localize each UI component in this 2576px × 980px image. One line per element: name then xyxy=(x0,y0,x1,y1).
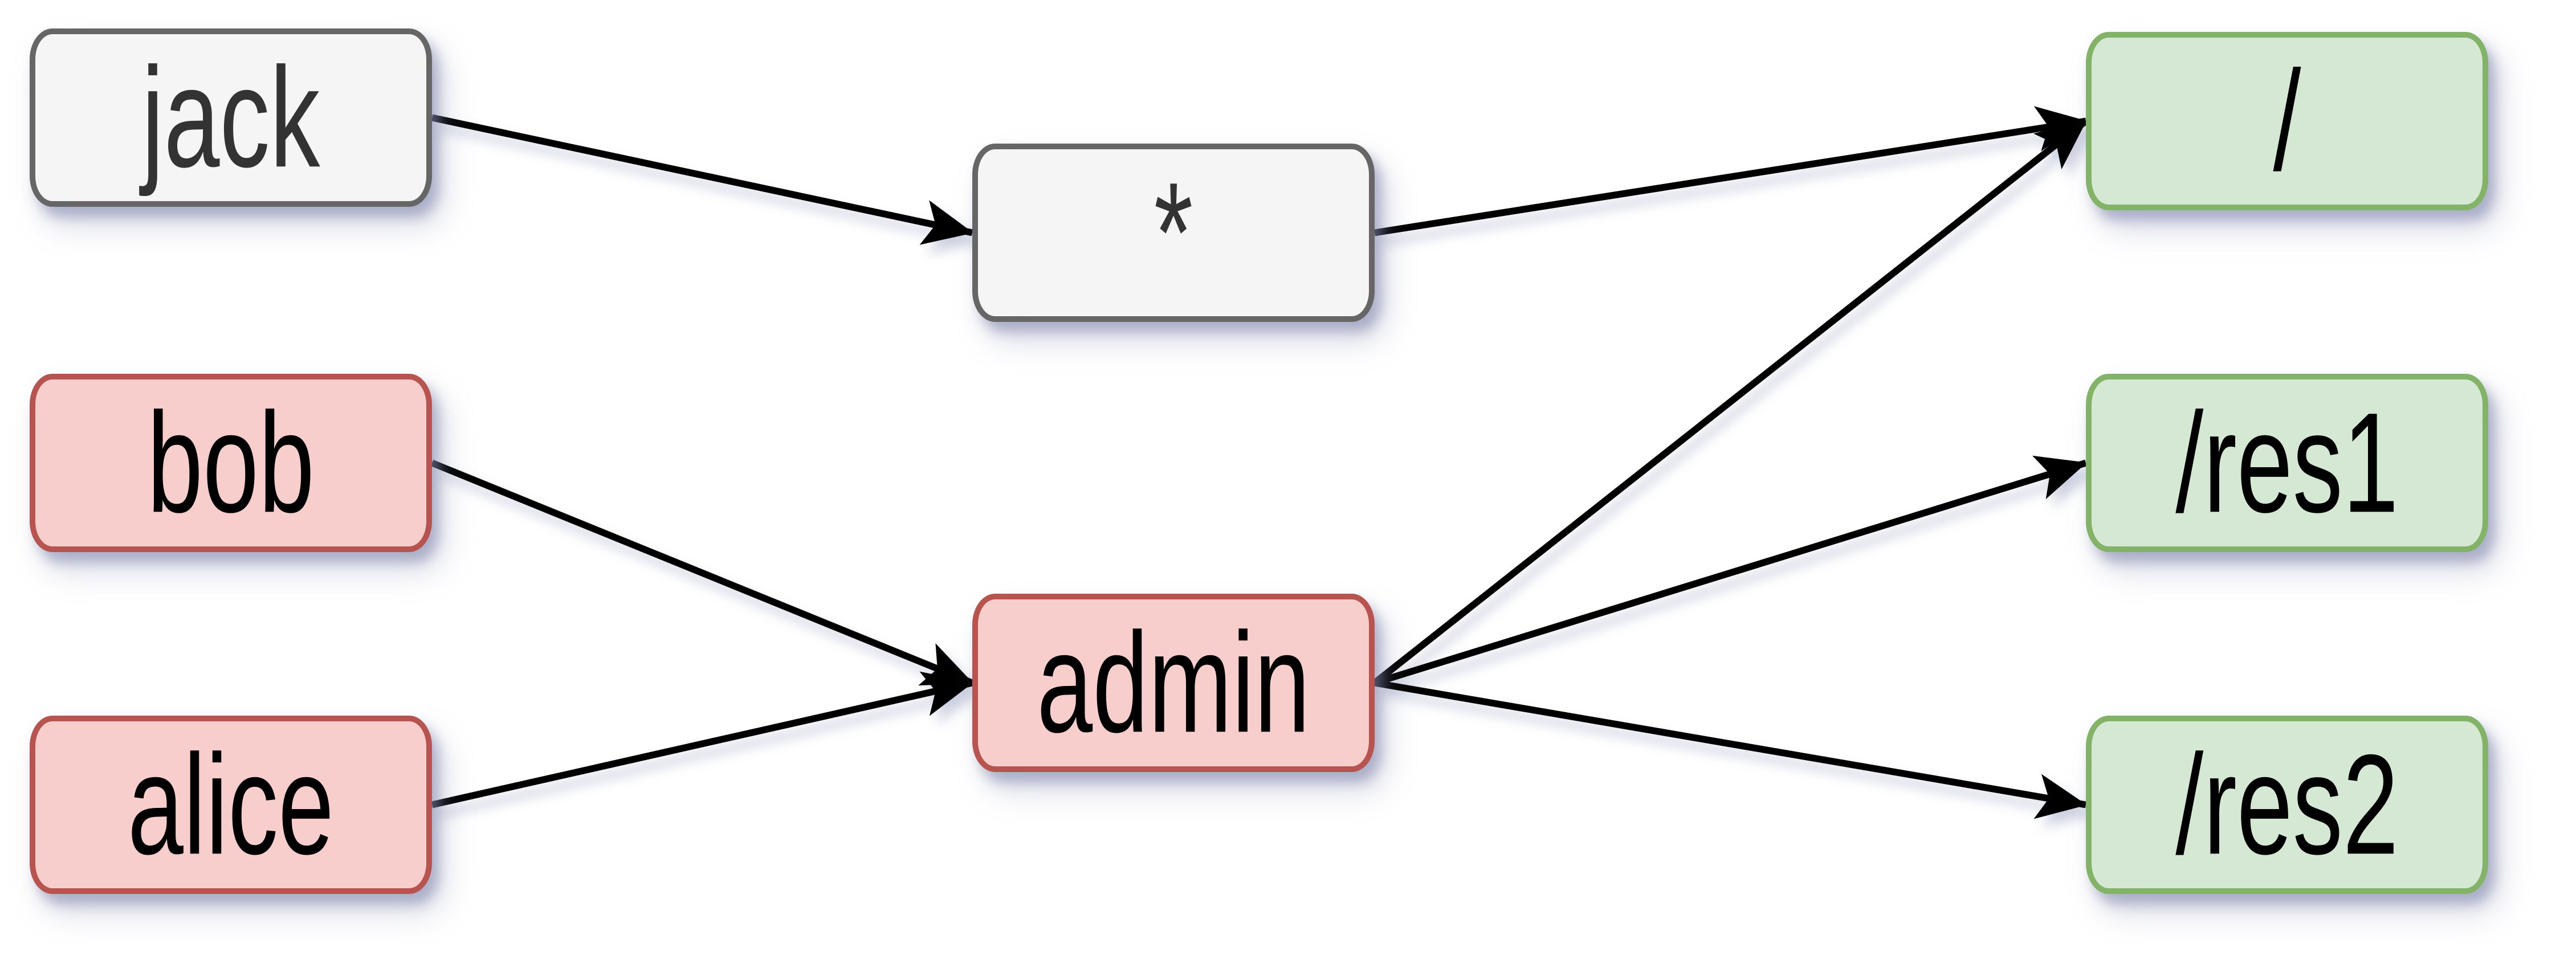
node-resource-res2: /res2 xyxy=(2086,716,2488,894)
node-role-admin: admin xyxy=(972,594,1375,772)
node-label-admin: admin xyxy=(1037,603,1310,762)
edge-admin-to-res2 xyxy=(1373,679,2087,819)
node-label-res1: /res1 xyxy=(2175,383,2399,542)
edge-bob-to-admin xyxy=(430,459,974,687)
node-label-star: * xyxy=(1154,153,1193,312)
node-label-jack: jack xyxy=(141,38,320,197)
edge-admin-to-res1 xyxy=(1373,455,2087,687)
edge-jack-to-star xyxy=(431,114,973,245)
node-label-res2: /res2 xyxy=(2175,725,2399,884)
node-resource-root: / xyxy=(2086,32,2488,210)
node-resource-res1: /res1 xyxy=(2086,374,2488,552)
edge-star-to-root xyxy=(1374,106,2087,236)
node-user-jack: jack xyxy=(30,28,432,207)
node-label-root: / xyxy=(2273,42,2301,201)
node-label-bob: bob xyxy=(147,383,315,542)
node-role-star: * xyxy=(972,144,1375,322)
node-user-alice: alice xyxy=(30,716,432,894)
edge-admin-to-root xyxy=(1372,118,2088,686)
edge-alice-to-admin xyxy=(431,671,973,808)
node-user-bob: bob xyxy=(30,374,432,552)
node-label-alice: alice xyxy=(128,725,334,884)
